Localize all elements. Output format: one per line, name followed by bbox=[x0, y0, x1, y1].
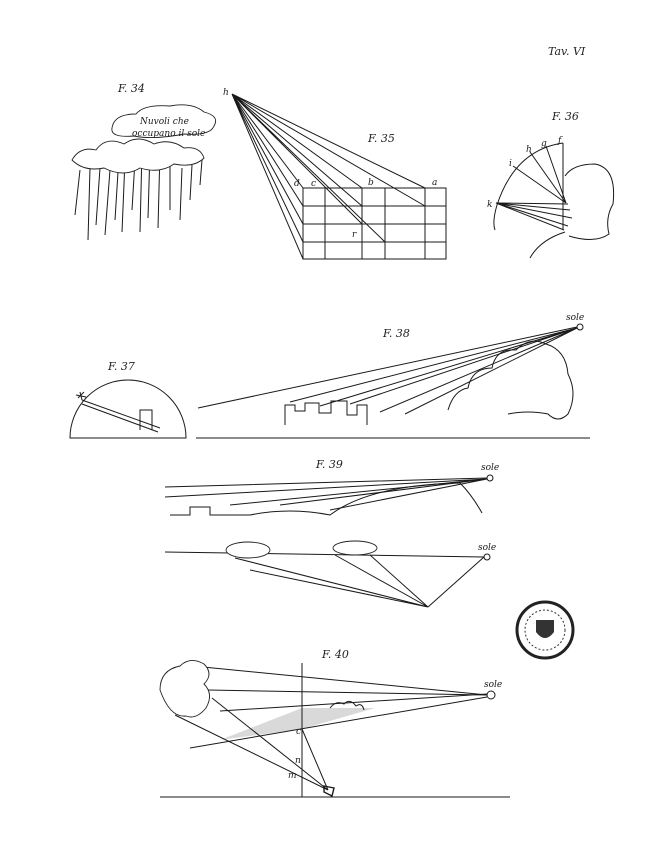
fig38-sun-label: sole bbox=[566, 313, 584, 323]
sun-icon bbox=[486, 474, 494, 482]
library-stamp bbox=[515, 600, 575, 660]
fig34-caption-1: Nuvoli che bbox=[139, 117, 189, 127]
figure-39: F. 39 sole sole bbox=[164, 458, 499, 608]
fig35-title: F. 35 bbox=[367, 132, 395, 145]
figure-40: F. 40 sole c n m bbox=[159, 648, 510, 798]
label-m: m bbox=[288, 771, 297, 781]
fig39-sun-label-top: sole bbox=[481, 463, 499, 473]
cloud-shadow bbox=[220, 708, 375, 740]
label-g: g bbox=[541, 139, 547, 149]
figure-36: F. 36 f g h i k bbox=[487, 110, 615, 259]
cloud-mass bbox=[159, 660, 210, 718]
fig39-title: F. 39 bbox=[315, 458, 343, 471]
label-c: c bbox=[311, 179, 316, 189]
figure-34: F. 34 Nuvoli che occupano il sole bbox=[71, 82, 217, 241]
fig38-title: F. 38 bbox=[382, 327, 410, 340]
label-h36: h bbox=[526, 145, 532, 155]
rain-lines bbox=[74, 149, 203, 241]
sun-icon bbox=[483, 553, 491, 561]
head-profile bbox=[564, 163, 615, 240]
fig36-title: F. 36 bbox=[551, 110, 579, 123]
label-c40: c bbox=[296, 727, 301, 737]
sight-lines bbox=[231, 93, 426, 260]
label-i: i bbox=[509, 159, 512, 169]
fig37-title: F. 37 bbox=[107, 360, 135, 373]
cloud-left bbox=[225, 541, 271, 559]
label-a: a bbox=[432, 178, 437, 188]
sun-icon bbox=[576, 323, 584, 331]
landscape bbox=[170, 482, 483, 516]
label-r: r bbox=[352, 230, 357, 240]
fig39-sun-label-bottom: sole bbox=[478, 543, 496, 553]
cloud-center bbox=[332, 540, 378, 556]
figure-38: F. 38 sole bbox=[196, 313, 590, 439]
sun-icon bbox=[486, 690, 496, 700]
label-d: d bbox=[294, 179, 300, 189]
hill-clouds bbox=[447, 340, 574, 420]
lower-cloud bbox=[71, 138, 205, 174]
figure-35: F. 35 h d c b a r bbox=[223, 88, 447, 260]
label-f: f bbox=[557, 136, 563, 146]
buildings bbox=[284, 400, 368, 425]
perspective-grid bbox=[302, 187, 447, 260]
label-n: n bbox=[295, 756, 301, 766]
fig34-title: F. 34 bbox=[117, 82, 145, 95]
fig40-title: F. 40 bbox=[321, 648, 349, 661]
plate-title: Tav. VI bbox=[548, 45, 586, 58]
fig34-caption-2: occupano il sole bbox=[132, 129, 205, 139]
eye-icon bbox=[323, 785, 335, 798]
label-h: h bbox=[223, 88, 229, 98]
label-k: k bbox=[487, 200, 492, 210]
label-b: b bbox=[368, 178, 374, 188]
figure-37: F. 37 bbox=[69, 360, 187, 439]
upper-cloud bbox=[111, 104, 217, 139]
fig40-sun-label: sole bbox=[484, 680, 502, 690]
